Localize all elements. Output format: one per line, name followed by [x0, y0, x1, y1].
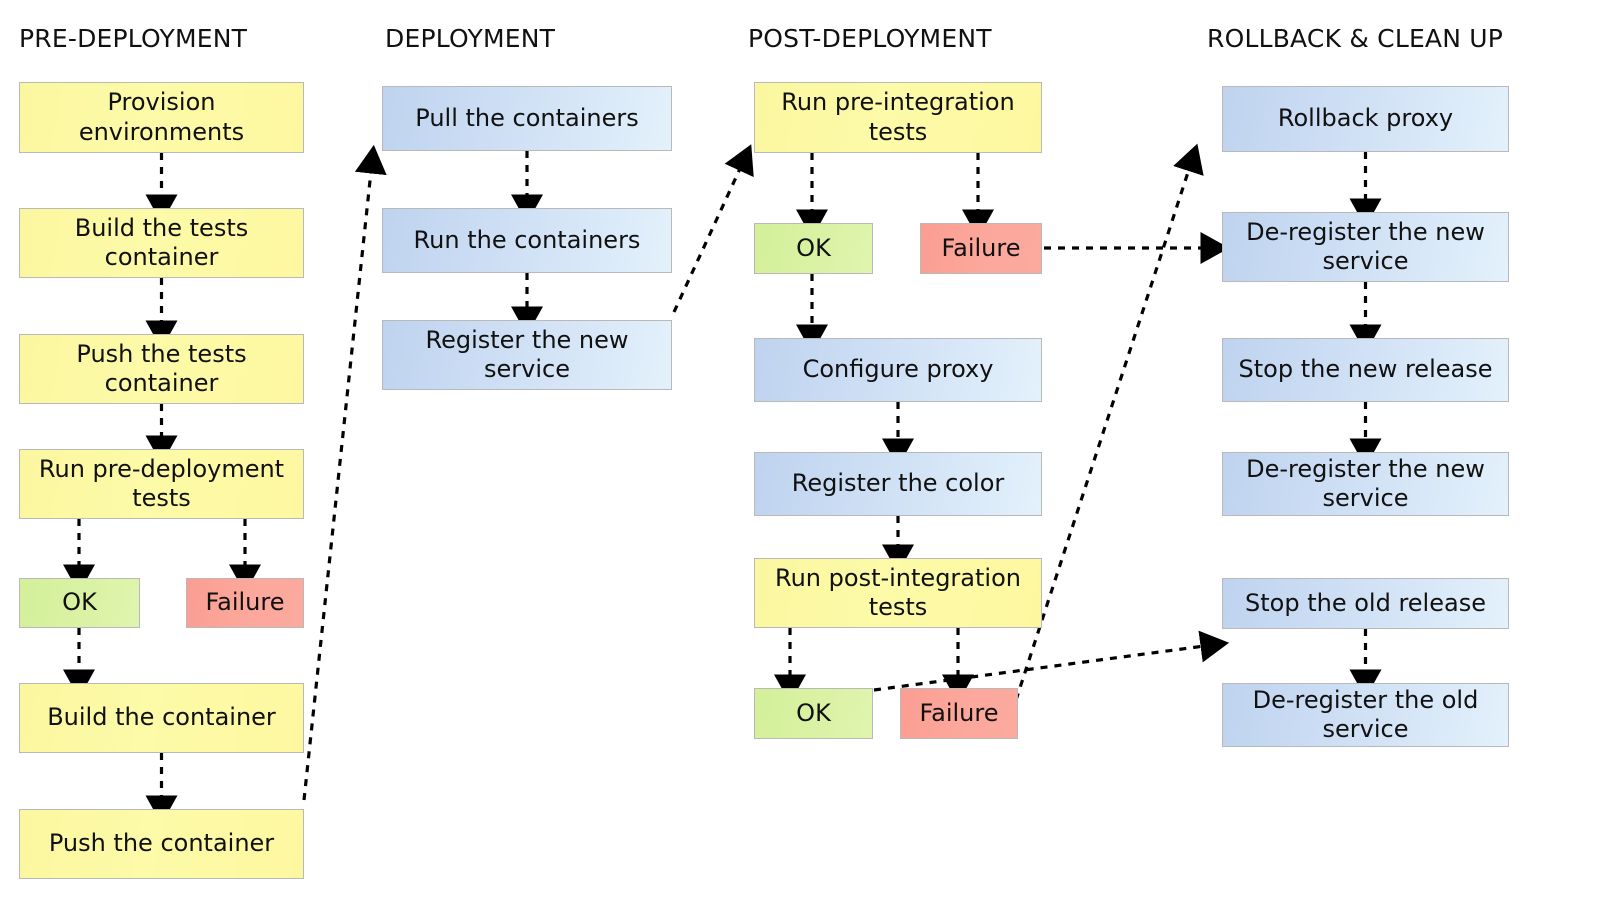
node-label-pre-integration-failure: Failure — [941, 233, 1021, 262]
node-label-configure-proxy: Configure proxy — [802, 355, 994, 384]
column-header-rollback-cleanup: ROLLBACK & CLEAN UP — [1207, 24, 1504, 53]
node-push-the-tests-container[interactable]: Push the tests container — [19, 334, 304, 404]
node-label-pre-deployment-ok: OK — [62, 588, 97, 617]
node-stop-the-old-release[interactable]: Stop the old release — [1222, 578, 1509, 629]
node-label-build-the-container: Build the container — [47, 703, 276, 732]
node-run-the-containers[interactable]: Run the containers — [382, 208, 672, 273]
edge-register-the-new-service-to-run-pre-integration-tests — [672, 144, 754, 313]
node-label-build-the-tests-container: Build the tests container — [74, 213, 249, 271]
node-run-post-integration-tests[interactable]: Run post-integration tests — [754, 558, 1042, 628]
node-label-de-register-the-old-service: De-register the old service — [1252, 685, 1479, 743]
node-label-de-register-new-service-2: De-register the new service — [1246, 454, 1485, 512]
node-label-pre-deployment-failure: Failure — [205, 588, 285, 617]
node-de-register-the-old-service[interactable]: De-register the old service — [1222, 683, 1509, 747]
edge-push-the-container-to-pull-the-containers — [302, 144, 387, 801]
node-label-stop-the-new-release: Stop the new release — [1238, 355, 1493, 384]
node-de-register-new-service-1[interactable]: De-register the new service — [1222, 212, 1509, 282]
node-pre-integration-failure[interactable]: Failure — [920, 223, 1042, 274]
node-de-register-new-service-2[interactable]: De-register the new service — [1222, 452, 1509, 516]
node-label-rollback-proxy: Rollback proxy — [1277, 104, 1454, 133]
node-label-post-integration-failure: Failure — [919, 698, 999, 727]
node-label-push-the-container: Push the container — [48, 829, 275, 858]
node-pre-deployment-failure[interactable]: Failure — [186, 578, 304, 628]
column-header-pre-deployment: PRE-DEPLOYMENT — [19, 24, 248, 53]
column-header-post-deployment: POST-DEPLOYMENT — [748, 24, 992, 53]
node-pre-integration-ok[interactable]: OK — [754, 223, 873, 274]
edge-post-integration-failure-to-rollback-proxy — [1014, 143, 1204, 701]
node-label-run-pre-integration-tests: Run pre-integration tests — [781, 88, 1015, 146]
node-label-run-pre-deployment-tests: Run pre-deployment tests — [38, 454, 285, 512]
node-label-push-the-tests-container: Push the tests container — [76, 339, 247, 397]
column-header-deployment: DEPLOYMENT — [385, 24, 556, 53]
node-register-the-color[interactable]: Register the color — [754, 452, 1042, 516]
node-label-provision-environments: Provision environments — [78, 88, 245, 146]
node-label-run-the-containers: Run the containers — [413, 225, 641, 254]
node-configure-proxy[interactable]: Configure proxy — [754, 338, 1042, 402]
node-post-integration-failure[interactable]: Failure — [900, 688, 1018, 739]
node-label-post-integration-ok: OK — [796, 698, 831, 727]
node-pre-deployment-ok[interactable]: OK — [19, 578, 140, 628]
node-provision-environments[interactable]: Provision environments — [19, 82, 304, 153]
node-build-the-tests-container[interactable]: Build the tests container — [19, 208, 304, 278]
node-label-stop-the-old-release: Stop the old release — [1245, 588, 1486, 617]
node-label-run-post-integration-tests: Run post-integration tests — [775, 563, 1021, 621]
node-build-the-container[interactable]: Build the container — [19, 683, 304, 753]
node-post-integration-ok[interactable]: OK — [754, 688, 873, 739]
node-pull-the-containers[interactable]: Pull the containers — [382, 86, 672, 151]
node-register-the-new-service[interactable]: Register the new service — [382, 320, 672, 390]
node-stop-the-new-release[interactable]: Stop the new release — [1222, 338, 1509, 402]
node-label-register-the-new-service: Register the new service — [425, 325, 629, 383]
node-rollback-proxy[interactable]: Rollback proxy — [1222, 86, 1509, 152]
node-label-pull-the-containers: Pull the containers — [415, 103, 639, 132]
node-label-de-register-new-service-1: De-register the new service — [1246, 217, 1485, 275]
node-push-the-container[interactable]: Push the container — [19, 809, 304, 879]
node-label-register-the-color: Register the color — [791, 469, 1005, 498]
node-run-pre-deployment-tests[interactable]: Run pre-deployment tests — [19, 449, 304, 519]
node-label-pre-integration-ok: OK — [796, 233, 831, 262]
edge-post-integration-ok-to-stop-the-old-release — [873, 630, 1230, 692]
node-run-pre-integration-tests[interactable]: Run pre-integration tests — [754, 82, 1042, 153]
